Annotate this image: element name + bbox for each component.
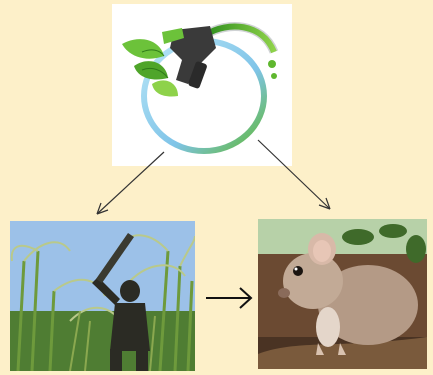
rat-head: [283, 253, 343, 309]
rat-nose: [278, 288, 290, 298]
sugarcane-harvest-image: [10, 221, 195, 371]
biofuel-pump-image: [112, 4, 292, 166]
field-rat-image: [258, 219, 427, 369]
leaf-shape: [122, 39, 164, 59]
rat-chest: [316, 307, 340, 347]
field-rat-photo: [258, 219, 427, 369]
rat-eye-highlight: [295, 268, 298, 271]
rat-ear-inner: [313, 240, 331, 262]
fuel-drop: [271, 73, 277, 79]
rat-eye: [293, 266, 303, 276]
green-fuel-nozzle-icon: [112, 4, 292, 166]
leaf-shape: [152, 80, 178, 96]
fuel-drop: [268, 60, 276, 68]
arrow-sugarcane-to-rodent: [206, 288, 251, 308]
sugarcane-harvest-photo: [10, 221, 195, 371]
leaf-shape: [134, 61, 168, 79]
